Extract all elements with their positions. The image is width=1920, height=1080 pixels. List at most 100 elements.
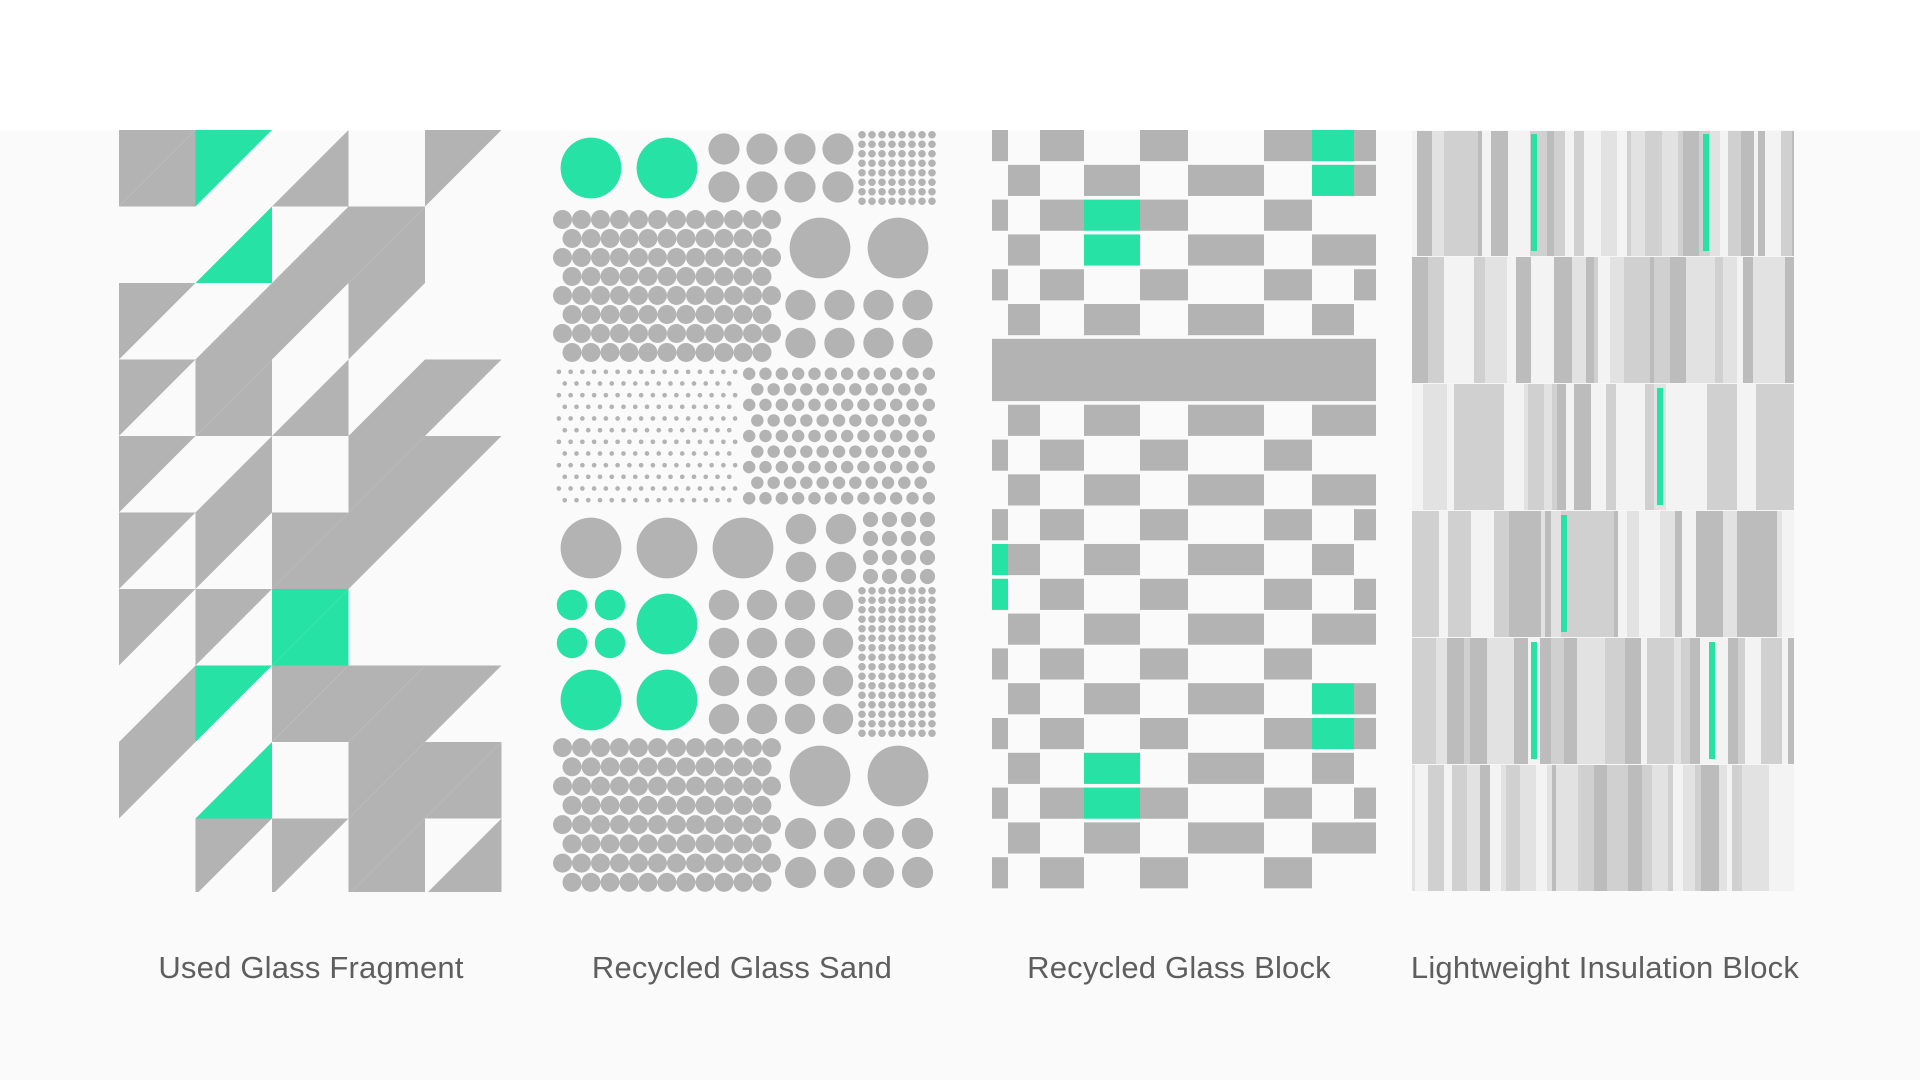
sand-dot: [878, 729, 886, 738]
block-rect: [1264, 509, 1312, 541]
insulation-bar: [1482, 130, 1491, 256]
block-rect: [1312, 752, 1354, 784]
insulation-bar: [1480, 511, 1494, 637]
sand-dot: [650, 486, 656, 491]
sand-dot: [638, 343, 658, 362]
sand-dot: [662, 439, 667, 445]
sand-dot: [638, 229, 658, 248]
sand-dot: [767, 476, 780, 489]
insulation-bar: [1478, 130, 1482, 256]
sand-dot: [908, 719, 916, 728]
sand-dot: [908, 710, 916, 719]
sand-dot: [908, 729, 916, 738]
sand-dot: [708, 627, 740, 659]
sand-dot: [695, 229, 715, 248]
insulation-bar: [1454, 511, 1471, 637]
fragment-triangle: [272, 512, 349, 589]
sand-dot: [906, 460, 919, 474]
block-rect: [1354, 234, 1376, 266]
sand-dot: [888, 729, 896, 738]
sand-dot: [685, 369, 691, 375]
insulation-bar: [1477, 384, 1490, 510]
sand-dot: [562, 229, 582, 248]
sand-dot: [908, 140, 916, 149]
insulation-bar: [1495, 765, 1501, 891]
block-rect: [992, 787, 1008, 819]
sand-dot: [715, 474, 720, 480]
block-rect: [1140, 857, 1188, 889]
sand-dot: [878, 662, 886, 671]
insulation-bar: [1654, 257, 1670, 383]
sand-dot: [919, 549, 936, 566]
block-rect: [1008, 752, 1040, 784]
sand-dot: [662, 416, 667, 421]
sand-dot: [629, 324, 648, 343]
sand-dot: [679, 497, 685, 503]
sand-dot: [650, 369, 656, 375]
sand-dot: [908, 168, 916, 177]
sand-dot: [888, 168, 896, 177]
insulation-bar: [1458, 257, 1474, 383]
sand-dot: [556, 369, 562, 375]
sand-dot: [585, 427, 591, 433]
block-rect: [992, 130, 1008, 162]
sand-dot: [636, 517, 698, 579]
sand-dot: [568, 416, 573, 421]
sand-dot: [898, 383, 911, 396]
insulation-bar: [1715, 765, 1719, 891]
insulation-bar: [1722, 384, 1737, 510]
sand-dot: [928, 653, 936, 662]
sand-dot: [679, 451, 685, 456]
sand-dot: [922, 367, 936, 380]
sand-dot: [562, 834, 582, 854]
block-rect: [1354, 613, 1376, 645]
insulation-bar: [1518, 130, 1530, 256]
sand-dot: [825, 551, 857, 583]
sand-dot: [732, 392, 738, 398]
sand-dot: [715, 497, 720, 503]
sand-dot: [610, 776, 629, 796]
sand-dot: [868, 187, 876, 196]
insulation-bar: [1700, 638, 1711, 764]
sand-dot: [632, 451, 638, 456]
block-rect: [1084, 304, 1140, 336]
block-rect: [1312, 543, 1354, 576]
sand-dot: [767, 414, 780, 427]
insulation-bar: [1504, 384, 1518, 510]
sand-dot: [705, 853, 724, 873]
sand-dot: [898, 586, 906, 595]
sand-dot: [898, 476, 911, 489]
sand-dot: [898, 140, 906, 149]
sand-dot: [627, 439, 632, 445]
sand-dot: [898, 691, 906, 700]
sand-dot: [918, 624, 926, 633]
sand-dot: [878, 168, 886, 177]
sand-dot: [888, 140, 896, 149]
sand-dot: [708, 665, 740, 697]
sand-dot: [695, 305, 715, 324]
sand-dot: [928, 596, 936, 605]
sand-dot: [676, 305, 696, 324]
sand-dot: [767, 445, 780, 458]
sand-dot: [553, 324, 572, 343]
sand-dot: [627, 462, 632, 468]
insulation-bar: [1454, 384, 1463, 510]
sand-dot: [783, 383, 797, 396]
sand-dot: [676, 795, 696, 815]
insulation-bar: [1781, 130, 1792, 256]
sand-dot: [703, 381, 709, 386]
sand-dot: [674, 462, 679, 468]
sand-dot: [656, 427, 662, 433]
sand-dot: [914, 445, 927, 458]
insulation-bar: [1678, 130, 1683, 256]
sand-dot: [708, 133, 740, 165]
sand-dot: [918, 700, 926, 709]
sand-dot: [656, 474, 662, 480]
insulation-bar: [1471, 511, 1480, 637]
sand-dot: [581, 305, 601, 324]
sand-dot: [898, 149, 906, 158]
sand-dot: [562, 757, 582, 777]
sand-dot: [878, 643, 886, 652]
sand-dot: [868, 672, 876, 681]
